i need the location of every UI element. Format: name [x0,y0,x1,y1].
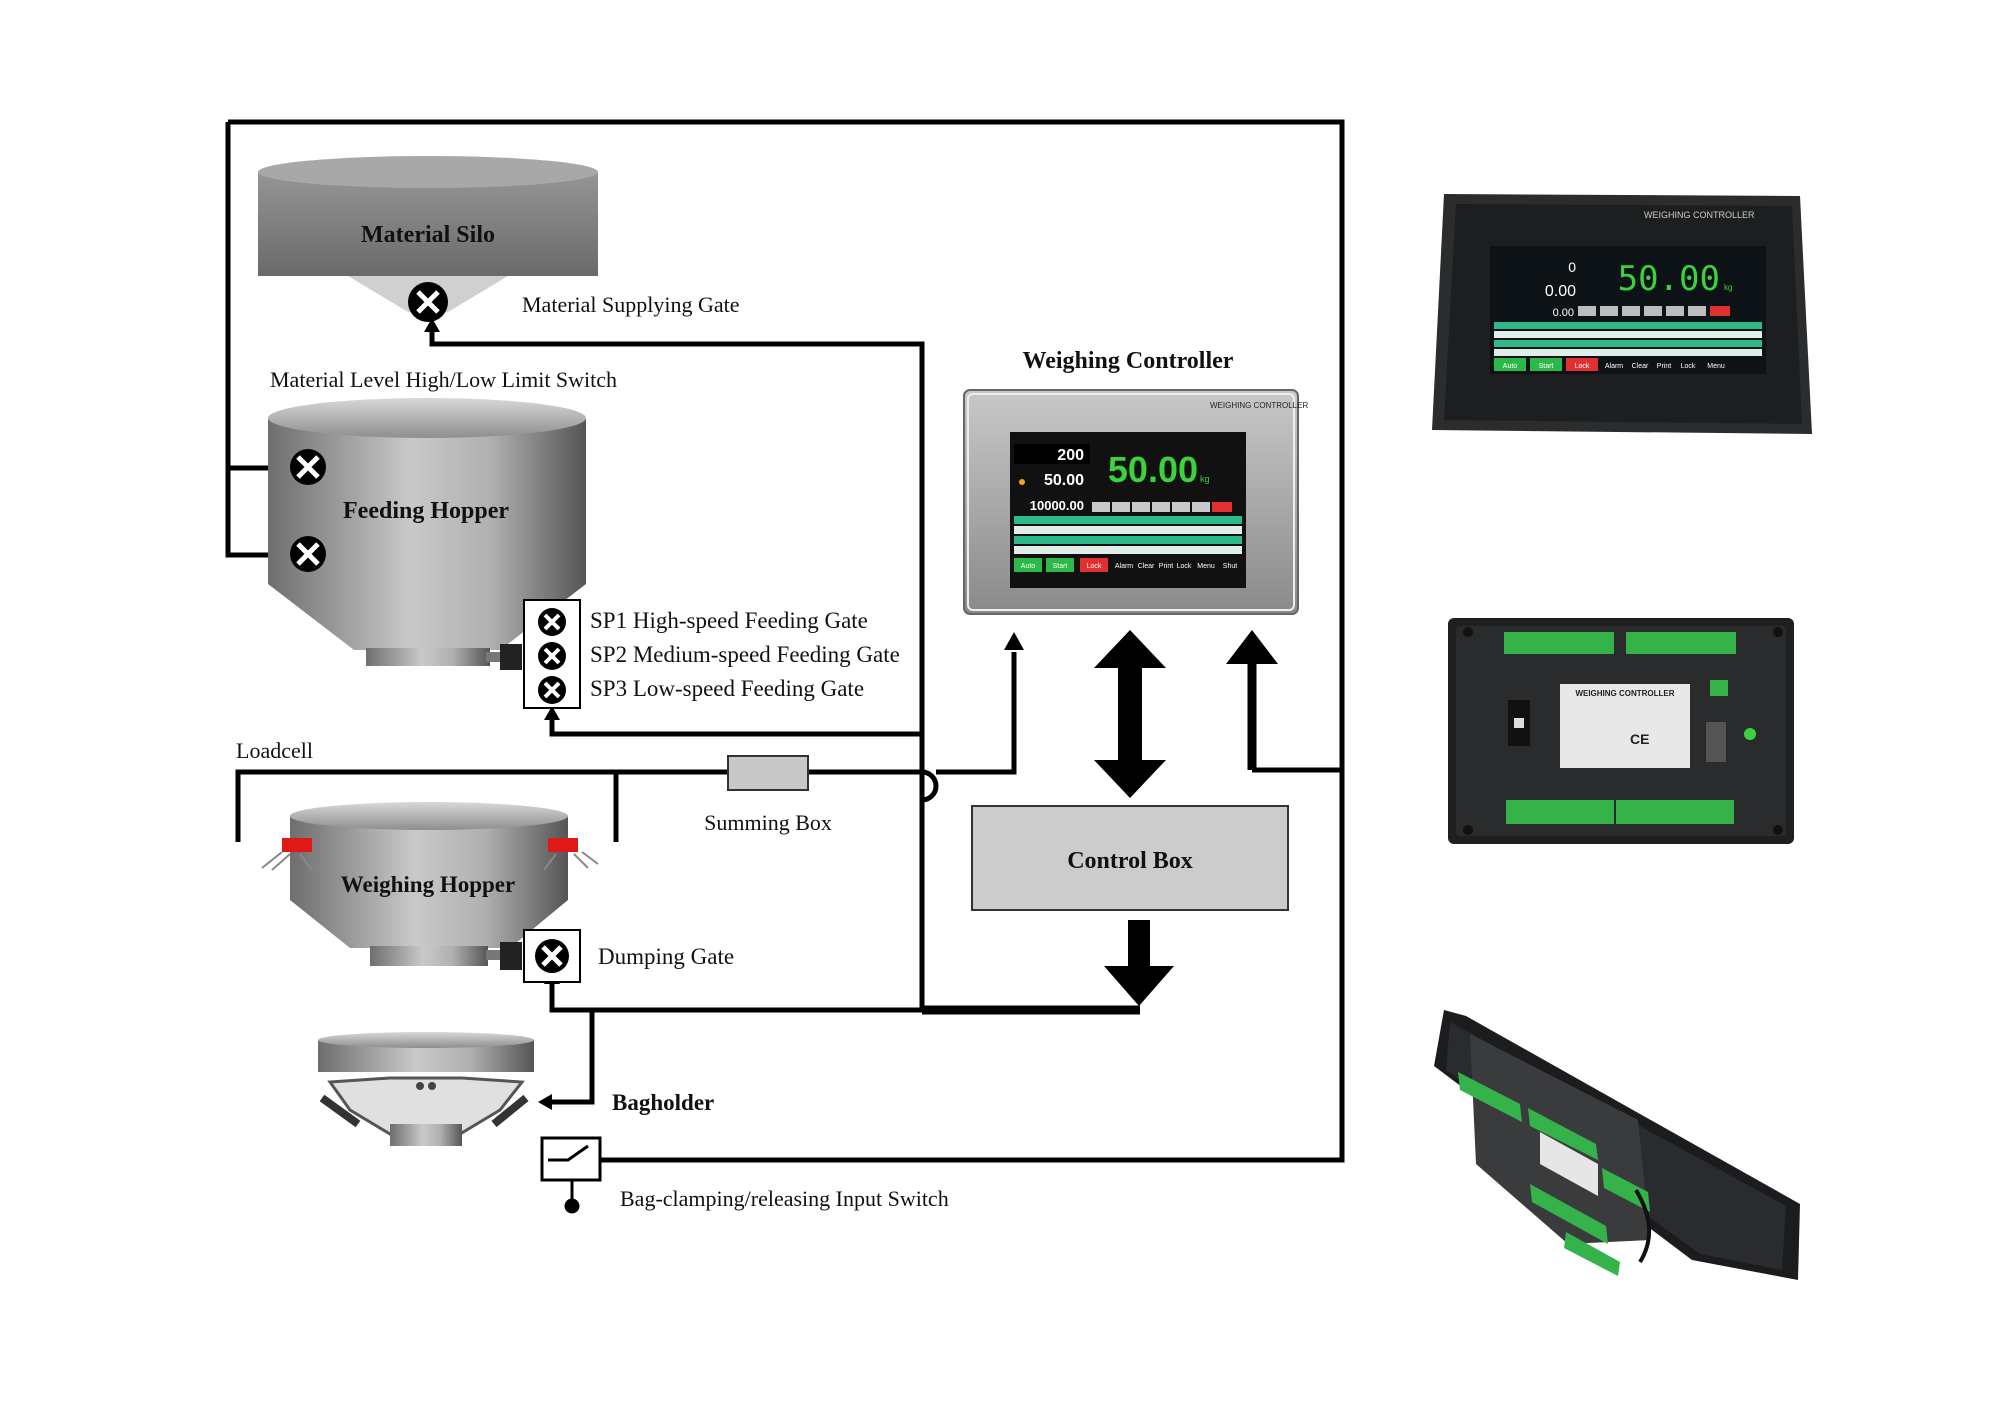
sp2-gate-icon [538,642,566,670]
front-main-weight: 50.00 [1618,259,1720,299]
photo-controller-angled [1434,1010,1800,1280]
center-unit: kg [1200,474,1210,484]
arrow-supply-gate [424,318,440,332]
sp1-label: SP1 High-speed Feeding Gate [590,608,868,633]
bagholder-label: Bagholder [612,1090,714,1115]
arrow-feed-gate [544,706,560,720]
back-brand: WEIGHING CONTROLLER [1575,689,1674,698]
svg-text:Start: Start [1053,563,1068,570]
outer-signal-line [228,119,1345,1163]
summing-box-label: Summing Box [704,810,832,835]
arrowheads [424,318,1278,1110]
level-switch-label: Material Level High/Low Limit Switch [270,367,617,392]
thick-lines [922,650,1257,1015]
arrow-bagholder [538,1094,552,1110]
center-val2: 50.00 [1044,472,1084,489]
back-terminal-blocks-top [1504,632,1736,654]
svg-text:Auto: Auto [1021,563,1036,570]
bagholder [318,1032,534,1146]
dumping-gate-label: Dumping Gate [598,944,734,969]
bagholder-line [552,1010,595,1105]
weighing-hopper-label: Weighing Hopper [341,872,515,897]
dumping-gate-line [549,982,922,1013]
weighing-hopper: Weighing Hopper [290,802,568,970]
feeding-hopper-label: Feeding Hopper [343,498,509,524]
svg-text:Alarm: Alarm [1605,363,1623,370]
svg-text:Clear: Clear [1632,363,1649,370]
center-button-row: Auto Start Lock Alarm Clear Print Lock M… [1014,558,1237,572]
loadcell-right-icon [543,838,599,871]
svg-text:Shut: Shut [1223,563,1237,570]
summing-box [727,755,809,791]
center-main-weight: 50.00 [1108,449,1198,490]
photo-controller-front: WEIGHING CONTROLLER 0 0.00 0.00 50.00 kg… [1432,194,1812,434]
weighing-controller-title: Weighing Controller [1023,348,1234,374]
crossover-arc [921,769,939,803]
sp3-gate-icon [538,676,566,704]
loadcell-left-icon [261,838,313,871]
svg-text:Lock: Lock [1177,563,1192,570]
back-ce: CE [1630,731,1649,747]
angled-terminal-blocks [1458,1072,1650,1276]
level-switch-low-icon [290,536,326,572]
double-arrow-controller-controlbox [1094,630,1166,798]
dumping-gate-icon [523,929,581,983]
front-status-row [1578,306,1730,316]
center-panel-brand: WEIGHING CONTROLLER [1210,401,1308,410]
sp1-gate-icon [538,608,566,636]
front-val-c: 0.00 [1553,307,1574,319]
feeding-gate-line [549,718,922,737]
front-val-b: 0.00 [1545,283,1576,300]
bag-switch-icon [540,1136,602,1214]
arrow-input-to-controller [1226,630,1278,664]
front-button-row: Auto Start Lock Alarm Clear Print Lock M… [1494,358,1725,371]
photo-controller-back: WEIGHING CONTROLLER CE [1448,618,1794,844]
feeding-gates-block [523,599,581,709]
loadcell-label: Loadcell [236,738,313,763]
feeding-hopper: Feeding Hopper [268,398,586,670]
arrow-to-controller [1004,632,1024,650]
wiring [225,119,1345,1163]
loadcell-line-left [235,769,728,842]
back-terminal-blocks-bottom [1506,800,1734,824]
arrow-controlbox-down [1104,920,1174,1006]
material-supplying-gate-label: Material Supplying Gate [522,292,740,317]
svg-text:Menu: Menu [1197,563,1215,570]
supplying-gate-valve-icon [408,282,448,322]
front-val-a: 0 [1568,259,1576,275]
center-val3: 10000.00 [1030,498,1084,513]
level-switch-high-icon [290,449,326,485]
svg-text:Print: Print [1657,363,1671,370]
control-box-label: Control Box [1067,848,1193,874]
material-silo-label: Material Silo [361,222,495,248]
center-controller-panel: WEIGHING CONTROLLER 200 50.00 10000.00 5… [963,389,1308,615]
svg-text:Start: Start [1539,363,1554,370]
svg-text:Lock: Lock [1681,363,1696,370]
control-box: Control Box [971,805,1289,911]
summing-to-controller [936,652,1017,775]
sp3-label: SP3 Low-speed Feeding Gate [590,676,864,701]
bag-switch-label: Bag-clamping/releasing Input Switch [620,1186,949,1211]
center-status-row [1092,502,1232,512]
front-unit: kg [1724,283,1732,292]
svg-text:Auto: Auto [1503,363,1518,370]
svg-text:Lock: Lock [1087,563,1102,570]
front-brand: WEIGHING CONTROLLER [1644,210,1755,220]
svg-text:Clear: Clear [1138,563,1155,570]
sp2-label: SP2 Medium-speed Feeding Gate [590,642,900,667]
svg-text:Lock: Lock [1575,363,1590,370]
svg-text:Alarm: Alarm [1115,563,1133,570]
svg-text:Menu: Menu [1707,363,1725,370]
svg-text:Print: Print [1159,563,1173,570]
center-val1: 200 [1057,447,1084,464]
